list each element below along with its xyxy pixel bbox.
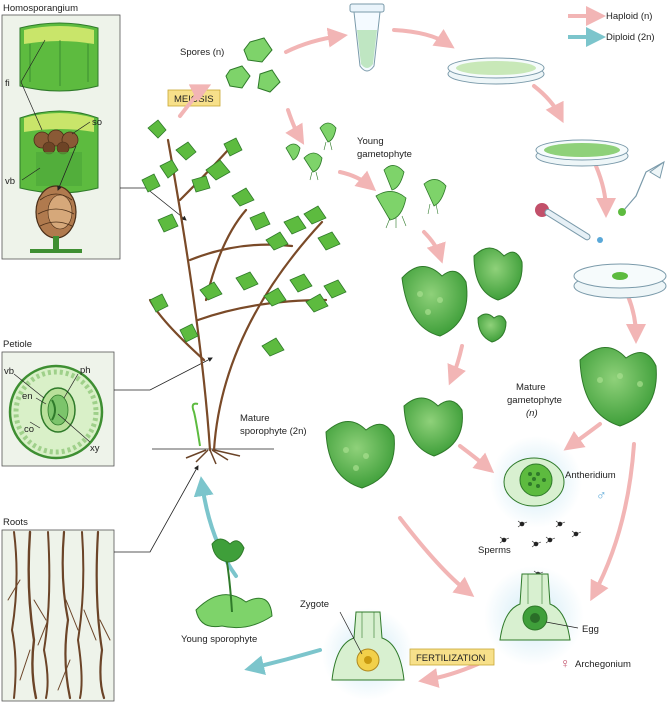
spore-tube [349, 3, 385, 72]
female-symbol-icon: ♀ [560, 655, 571, 671]
mature-sporophyte-label-line2: sporophyte (2n) [240, 426, 307, 437]
xy-label: xy [90, 443, 100, 454]
so-label: so [92, 117, 102, 128]
roots-box [1, 529, 115, 702]
young-sporophyte-label: Young sporophyte [181, 634, 257, 645]
roots-title: Roots [3, 517, 28, 528]
mature-sporophyte-plant: Mature sporophyte (2n) [141, 119, 347, 465]
petri-dish-2 [535, 139, 629, 167]
vb-label: vb [5, 176, 15, 187]
antheridium [490, 436, 582, 528]
male-symbol-icon: ♂ [596, 487, 607, 503]
archegonium [484, 566, 584, 666]
petiole-title: Petiole [3, 339, 32, 350]
zygote-label: Zygote [300, 599, 329, 610]
diploid-label: Diploid (2n) [606, 32, 655, 43]
mature-gametophyte-label-line3: (n) [526, 408, 538, 419]
spores-label: Spores (n) [180, 47, 224, 58]
sporangium [30, 185, 82, 253]
mature-gametophyte-label-line2: gametophyte [507, 395, 562, 406]
zygote-structure [322, 608, 414, 700]
roots-inset: Roots [1, 517, 115, 702]
inset-leader-lines [114, 187, 213, 553]
fertilization-label: FERTILIZATION [416, 653, 485, 664]
sori [33, 129, 79, 155]
legend: Haploid (n) Diploid (2n) [568, 6, 655, 47]
archegonium-label: Archegonium [575, 659, 631, 670]
sperms-label: Sperms [478, 545, 511, 556]
young-gametophyte-label-line1: Young [357, 136, 384, 147]
young-gametophyte-label-line2: gametophyte [357, 149, 412, 160]
fi-label: fi [5, 78, 10, 89]
diploid-cycle-arrows [193, 476, 322, 675]
mature-gametophyte-label-line1: Mature [516, 382, 546, 393]
egg-label: Egg [582, 624, 599, 635]
young-gametophytes [285, 122, 447, 221]
petri-dish-1 [447, 57, 545, 85]
petiole-inset: Petiole vb ph en co xy [1, 339, 115, 467]
haploid-cycle-arrows [178, 27, 646, 688]
haploid-label: Haploid (n) [606, 11, 652, 22]
ph-label: ph [80, 365, 91, 376]
spores [225, 37, 281, 93]
petiole-vb-label: vb [4, 366, 14, 377]
young-sporophyte [195, 538, 273, 629]
mature-gametophytes [325, 247, 657, 489]
homosporangium-inset: Homosporangium fi [1, 3, 121, 260]
petri-dish-3 [573, 263, 667, 299]
en-label: en [22, 391, 33, 402]
antheridium-label: Antheridium [565, 470, 616, 481]
mature-sporophyte-label-line1: Mature [240, 413, 270, 424]
homosporangium-title: Homosporangium [3, 3, 78, 14]
co-label: co [24, 424, 34, 435]
transfer-tools [535, 160, 665, 243]
